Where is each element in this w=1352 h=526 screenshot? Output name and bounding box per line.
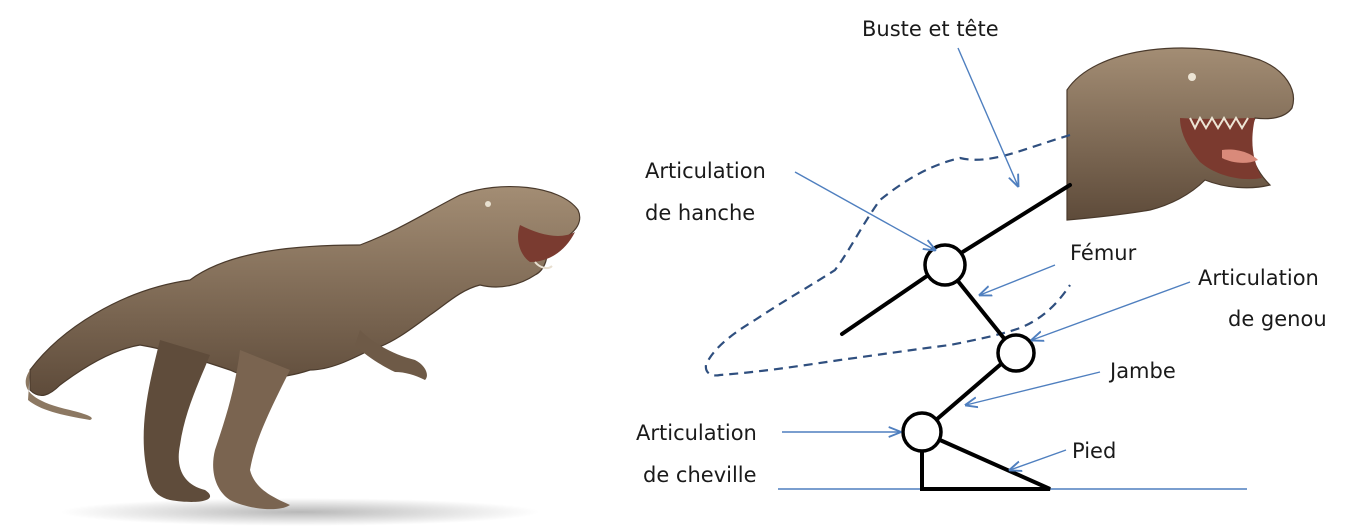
label-hanche-line1: Articulation — [645, 159, 766, 183]
label-femur: Fémur — [1070, 241, 1137, 265]
label-pied: Pied — [1072, 439, 1116, 463]
arrow-jambe — [966, 371, 1101, 405]
label-hanche-line2: de hanche — [645, 201, 755, 225]
label-cheville-line1: Articulation — [636, 421, 757, 445]
label-jambe: Jambe — [1108, 359, 1176, 383]
spine-segment — [943, 183, 1072, 265]
hip-joint — [923, 243, 967, 287]
label-genou-line2: de genou — [1228, 307, 1327, 331]
arrow-genou — [1032, 281, 1191, 340]
t-rex-head-image — [1066, 40, 1299, 221]
label-cheville-line2: de cheville — [643, 463, 757, 487]
tail-segment — [840, 263, 945, 336]
leg-skeleton — [840, 183, 1072, 491]
ankle-joint — [901, 411, 943, 453]
arrow-pied — [1010, 449, 1067, 470]
body-outline — [704, 133, 1071, 377]
label-genou-line1: Articulation — [1198, 266, 1319, 290]
label-buste: Buste et tête — [862, 17, 999, 41]
arrow-hanche — [794, 171, 935, 250]
pointer-arrows — [782, 47, 1191, 470]
knee-joint — [996, 333, 1036, 373]
arrow-buste — [957, 47, 1018, 186]
foot-bone — [920, 428, 1051, 491]
t-rex-illustration — [25, 186, 581, 526]
arrow-femur — [980, 264, 1056, 295]
